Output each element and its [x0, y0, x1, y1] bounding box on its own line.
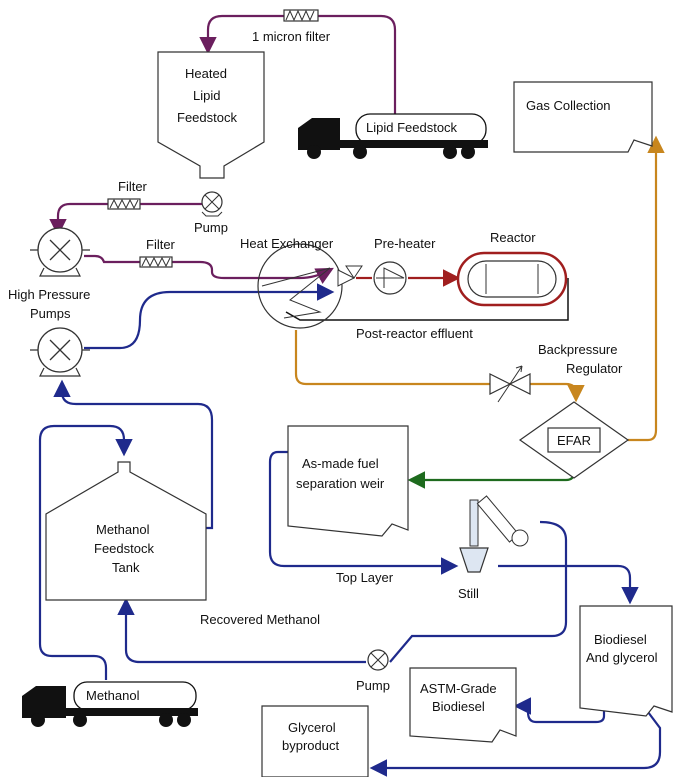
flow-recovered-methanol — [389, 520, 568, 663]
pump-bottom-label: Pump — [356, 678, 390, 693]
astm-biodiesel-box — [409, 667, 517, 743]
still-label: Still — [458, 586, 479, 601]
glycerol-byproduct-box — [261, 705, 369, 777]
hp-pump-lower-icon — [30, 327, 90, 377]
flow-effluent-to-regulator — [294, 330, 585, 403]
methanol-tank — [45, 461, 207, 601]
flow-tank-to-hp-pump — [53, 379, 214, 530]
mixing-valve-icon — [337, 265, 363, 287]
hp-pumps-label-line2: Pumps — [30, 306, 71, 321]
lipid-truck-icon — [298, 113, 488, 159]
astm-label-line2: Biodiesel — [432, 699, 485, 714]
flow-still-to-biodiesel — [498, 564, 639, 605]
filter-mid-label: Filter — [146, 237, 176, 252]
filter-top-label: Filter — [118, 179, 148, 194]
efar-unit — [518, 401, 630, 479]
methanol-truck-label: Methanol — [86, 688, 140, 703]
heat-exchanger-icon — [257, 243, 343, 329]
reactor-icon — [456, 251, 568, 307]
heated-lipid-hopper — [157, 51, 265, 179]
hopper-label-line2: Lipid — [193, 88, 220, 103]
lipid-truck-label: Lipid Feedstock — [366, 120, 458, 135]
biodiesel-label-line2: And glycerol — [586, 650, 658, 665]
pre-heater-icon — [373, 261, 407, 295]
tank-label-line3: Tank — [112, 560, 140, 575]
flow-lipid-to-heat-exchanger — [84, 254, 334, 284]
tank-label-line2: Feedstock — [94, 541, 154, 556]
gas-collection-label: Gas Collection — [526, 98, 611, 113]
filter-middle — [139, 256, 173, 268]
glycerol-label-line1: Glycerol — [288, 720, 336, 735]
flow-weir-to-still — [268, 450, 459, 575]
hopper-label-line3: Feedstock — [177, 110, 237, 125]
methanol-pump-icon — [367, 649, 389, 671]
pump-top-label: Pump — [194, 220, 228, 235]
pre-heater-label: Pre-heater — [374, 236, 436, 251]
reactor-label: Reactor — [490, 230, 536, 245]
post-reactor-label: Post-reactor effluent — [356, 326, 473, 341]
separation-weir-box — [287, 425, 409, 537]
flow-efar-to-gas — [628, 135, 665, 442]
lipid-pump-icon — [201, 191, 223, 217]
flow-efar-to-weir — [407, 466, 576, 489]
hopper-label-line1: Heated — [185, 66, 227, 81]
efar-label: EFAR — [557, 433, 591, 448]
filter-top — [107, 198, 141, 210]
weir-label-line1: As-made fuel — [302, 456, 379, 471]
still-icon — [459, 495, 529, 573]
hp-pumps-label-line1: High Pressure — [8, 287, 90, 302]
hp-pump-upper-icon — [30, 227, 90, 277]
flow-methanol-to-heat-exchanger — [84, 283, 335, 350]
micron-filter — [283, 9, 319, 22]
flow-pump-to-tank — [117, 597, 366, 664]
biodiesel-label-line1: Biodiesel — [594, 632, 647, 647]
flow-pump-to-hp-pump — [49, 192, 214, 237]
top-layer-label: Top Layer — [336, 570, 394, 585]
methanol-truck-icon — [22, 681, 198, 727]
flow-methanol-truck-to-tank — [38, 424, 133, 680]
gas-collection-box — [513, 81, 653, 153]
backpressure-label-line1: Backpressure — [538, 342, 617, 357]
flow-biodiesel-to-astm — [513, 697, 606, 724]
flow-biodiesel-to-glycerol — [369, 711, 662, 777]
heat-exchanger-label: Heat Exchanger — [240, 236, 334, 251]
backpressure-label-line2: Regulator — [566, 361, 623, 376]
biodiesel-glycerol-box — [579, 605, 673, 717]
micron-filter-label: 1 micron filter — [252, 29, 331, 44]
tank-label-line1: Methanol — [96, 522, 150, 537]
glycerol-label-line2: byproduct — [282, 738, 339, 753]
weir-label-line2: separation weir — [296, 476, 385, 491]
backpressure-regulator-icon — [489, 365, 531, 403]
recovered-methanol-label: Recovered Methanol — [200, 612, 320, 627]
astm-label-line1: ASTM-Grade — [420, 681, 497, 696]
